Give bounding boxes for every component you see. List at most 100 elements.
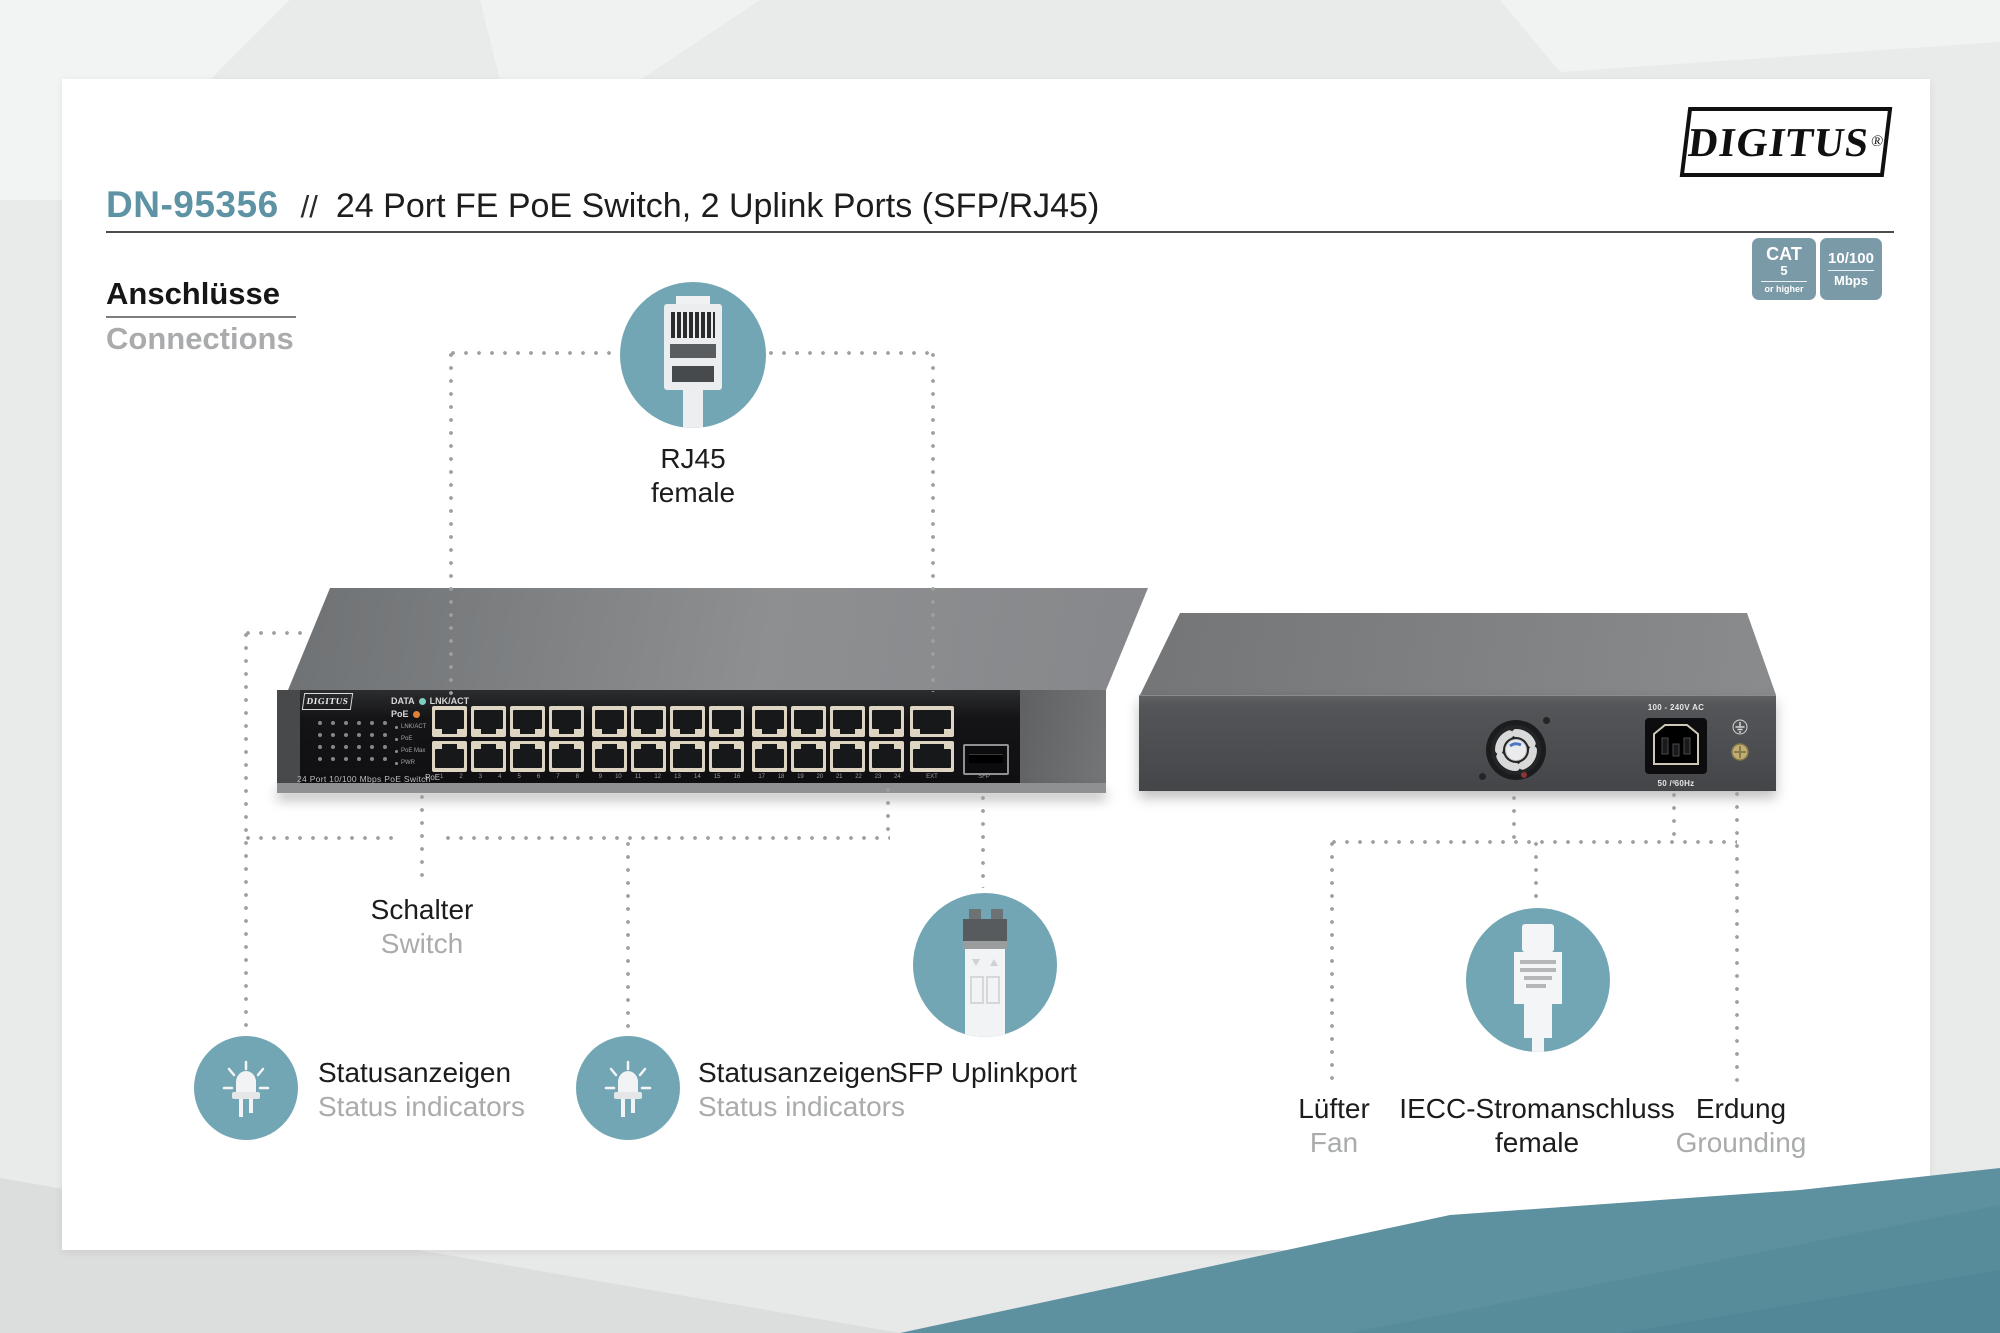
rj45-port-8 (549, 741, 584, 772)
callout-status-left-line1: Statusanzeigen (318, 1057, 512, 1088)
rj45-port-19 (791, 706, 826, 737)
callout-rj45: RJ45 female (593, 442, 793, 510)
dotted-connector-line (1534, 842, 1538, 906)
digitus-logo: DIGITUS® (1679, 107, 1893, 177)
status-led-circle (194, 1036, 298, 1140)
status-led-circle (576, 1036, 680, 1140)
power-inlet (1645, 718, 1707, 774)
chassis-top-face (288, 588, 1148, 690)
callout-ground-line1: Erdung (1695, 1093, 1787, 1124)
callout-fan-line1: Lüfter (1298, 1093, 1370, 1124)
dotted-connector-line (1512, 796, 1516, 842)
dotted-connector-line (1672, 780, 1676, 842)
fan-icon (1486, 720, 1546, 780)
dotted-connector-line (1330, 842, 1334, 1085)
digitus-logo-text: DIGITUS (1686, 119, 1872, 165)
power-plug-circle (1466, 908, 1610, 1052)
led-indicator-grid (318, 721, 390, 765)
product-code: DN-95356 (106, 184, 279, 225)
rj45-port-4 (471, 741, 506, 772)
rj45-port-23 (869, 706, 904, 737)
rj45-port-21 (830, 706, 865, 737)
callout-power-line1: IECC-Stromanschluss (1399, 1093, 1675, 1124)
rj45-port-20 (791, 741, 826, 772)
dotted-connector-line (981, 796, 985, 888)
cat5-badge-mid: 5 (1780, 262, 1788, 278)
speed-badge-bottom: Mbps (1834, 273, 1868, 288)
rj45-port-22 (830, 741, 865, 772)
dotted-connector-line (626, 842, 630, 1034)
dotted-connector-line (886, 788, 890, 838)
screw (1479, 773, 1486, 780)
led-legend-row: PWR (395, 757, 426, 769)
led-indicator-icon (604, 1060, 652, 1117)
rj45-port-11 (631, 706, 666, 737)
sfp-circle (913, 893, 1057, 1037)
rj45-port-3 (471, 706, 506, 737)
callout-schalter-line2: Switch (380, 928, 464, 959)
link-led (418, 697, 426, 705)
rj45-circle (620, 282, 766, 428)
rj45-port-12 (631, 741, 666, 772)
callout-status-right: Statusanzeigen Status indicators (698, 1056, 978, 1124)
rj45-port-9 (592, 706, 627, 737)
section-heading-en: Connections (106, 321, 294, 356)
data-led-row: DATA LNK/ACT (391, 696, 469, 706)
uplink-rj45-port (910, 741, 954, 772)
dotted-connector-line (451, 351, 620, 355)
sfp-label: SFP (978, 774, 990, 780)
rj45-port-5 (510, 706, 545, 737)
sfp-module-icon (963, 909, 1007, 1037)
led-legend-row: LNK/ACT (395, 721, 426, 733)
callout-fan: Lüfter Fan (1234, 1092, 1434, 1160)
panel-brand-badge: DIGITUS (301, 693, 354, 710)
section-heading-de: Anschlüsse (106, 276, 281, 311)
callout-rj45-line1: RJ45 (660, 443, 726, 474)
rj45-port-1 (432, 706, 467, 737)
chassis-left-cap (277, 690, 300, 793)
title-underline (106, 231, 1894, 233)
poe-label: PoE (391, 709, 409, 719)
data-label: DATA (391, 696, 415, 706)
callout-sfp: SFP Uplinkport (858, 1056, 1108, 1090)
dotted-connector-line (446, 836, 890, 840)
callout-status-right-line2: Status indicators (698, 1091, 905, 1122)
dotted-connector-line (1735, 792, 1739, 1085)
callout-schalter: Schalter Switch (322, 893, 522, 961)
cat5-badge-bottom: or higher (1764, 283, 1804, 294)
callout-sfp-line1: SFP Uplinkport (889, 1057, 1077, 1088)
uplink-label: EXT (926, 774, 938, 780)
chassis-bottom-lip (277, 783, 1106, 793)
callout-power: IECC-Stromanschluss female (1387, 1092, 1687, 1160)
callout-status-left: Statusanzeigen Status indicators (318, 1056, 598, 1124)
ground-screw-icon (1731, 743, 1749, 761)
poe-row-label: PoE (425, 773, 441, 782)
rj45-port-14 (670, 741, 705, 772)
link-label: LNK/ACT (429, 696, 470, 706)
rj45-port-16 (709, 741, 744, 772)
callout-status-left-line2: Status indicators (318, 1091, 525, 1122)
chassis-right-cap (1020, 690, 1106, 783)
dotted-connector-line (931, 353, 935, 692)
callout-rj45-line2: female (650, 477, 736, 508)
iec-plug-icon (1514, 924, 1562, 1052)
rj45-port-6 (510, 741, 545, 772)
title-separator: // (300, 189, 318, 224)
rj45-port-10 (592, 741, 627, 772)
poe-led-row: PoE (391, 709, 420, 719)
rj45-port-7 (549, 706, 584, 737)
rj45-port-2 (432, 741, 467, 772)
ground-symbol-icon (1732, 719, 1748, 735)
dotted-connector-line (769, 351, 933, 355)
model-label: 24 Port 10/100 Mbps PoE Switch (297, 774, 431, 784)
dotted-connector-line (246, 836, 398, 840)
sfp-slot (963, 744, 1009, 775)
registered-mark: ® (1870, 133, 1885, 150)
